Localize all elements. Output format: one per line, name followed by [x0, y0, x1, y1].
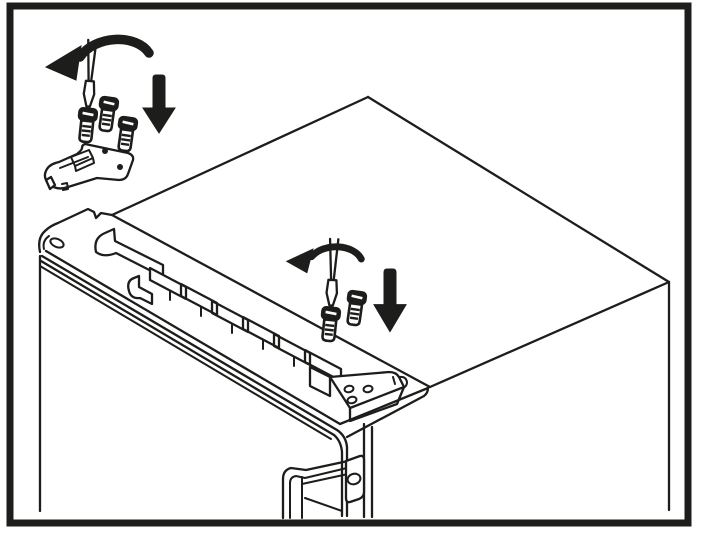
- diagram-art: [6, 2, 692, 527]
- hinge-hole-dot: [117, 164, 123, 170]
- hinge-mounting-plate: [308, 365, 430, 439]
- door-top-corner: [281, 422, 374, 520]
- top-hinge-bracket: [43, 142, 135, 191]
- louver-fins: [148, 266, 343, 383]
- frame-border: [6, 2, 692, 527]
- louver-ticks: [169, 290, 295, 367]
- louver-fin: [94, 227, 165, 279]
- vent-grille: [38, 207, 432, 518]
- hinge-pin: [44, 175, 57, 191]
- hinge-plate-screw-holes: [343, 384, 374, 405]
- door-hinge-hole: [346, 472, 362, 486]
- hinge-hole-dot: [102, 148, 108, 154]
- louver-fin: [127, 274, 154, 306]
- cabinet-outline: [38, 95, 671, 513]
- grille-corner-hole: [49, 237, 65, 249]
